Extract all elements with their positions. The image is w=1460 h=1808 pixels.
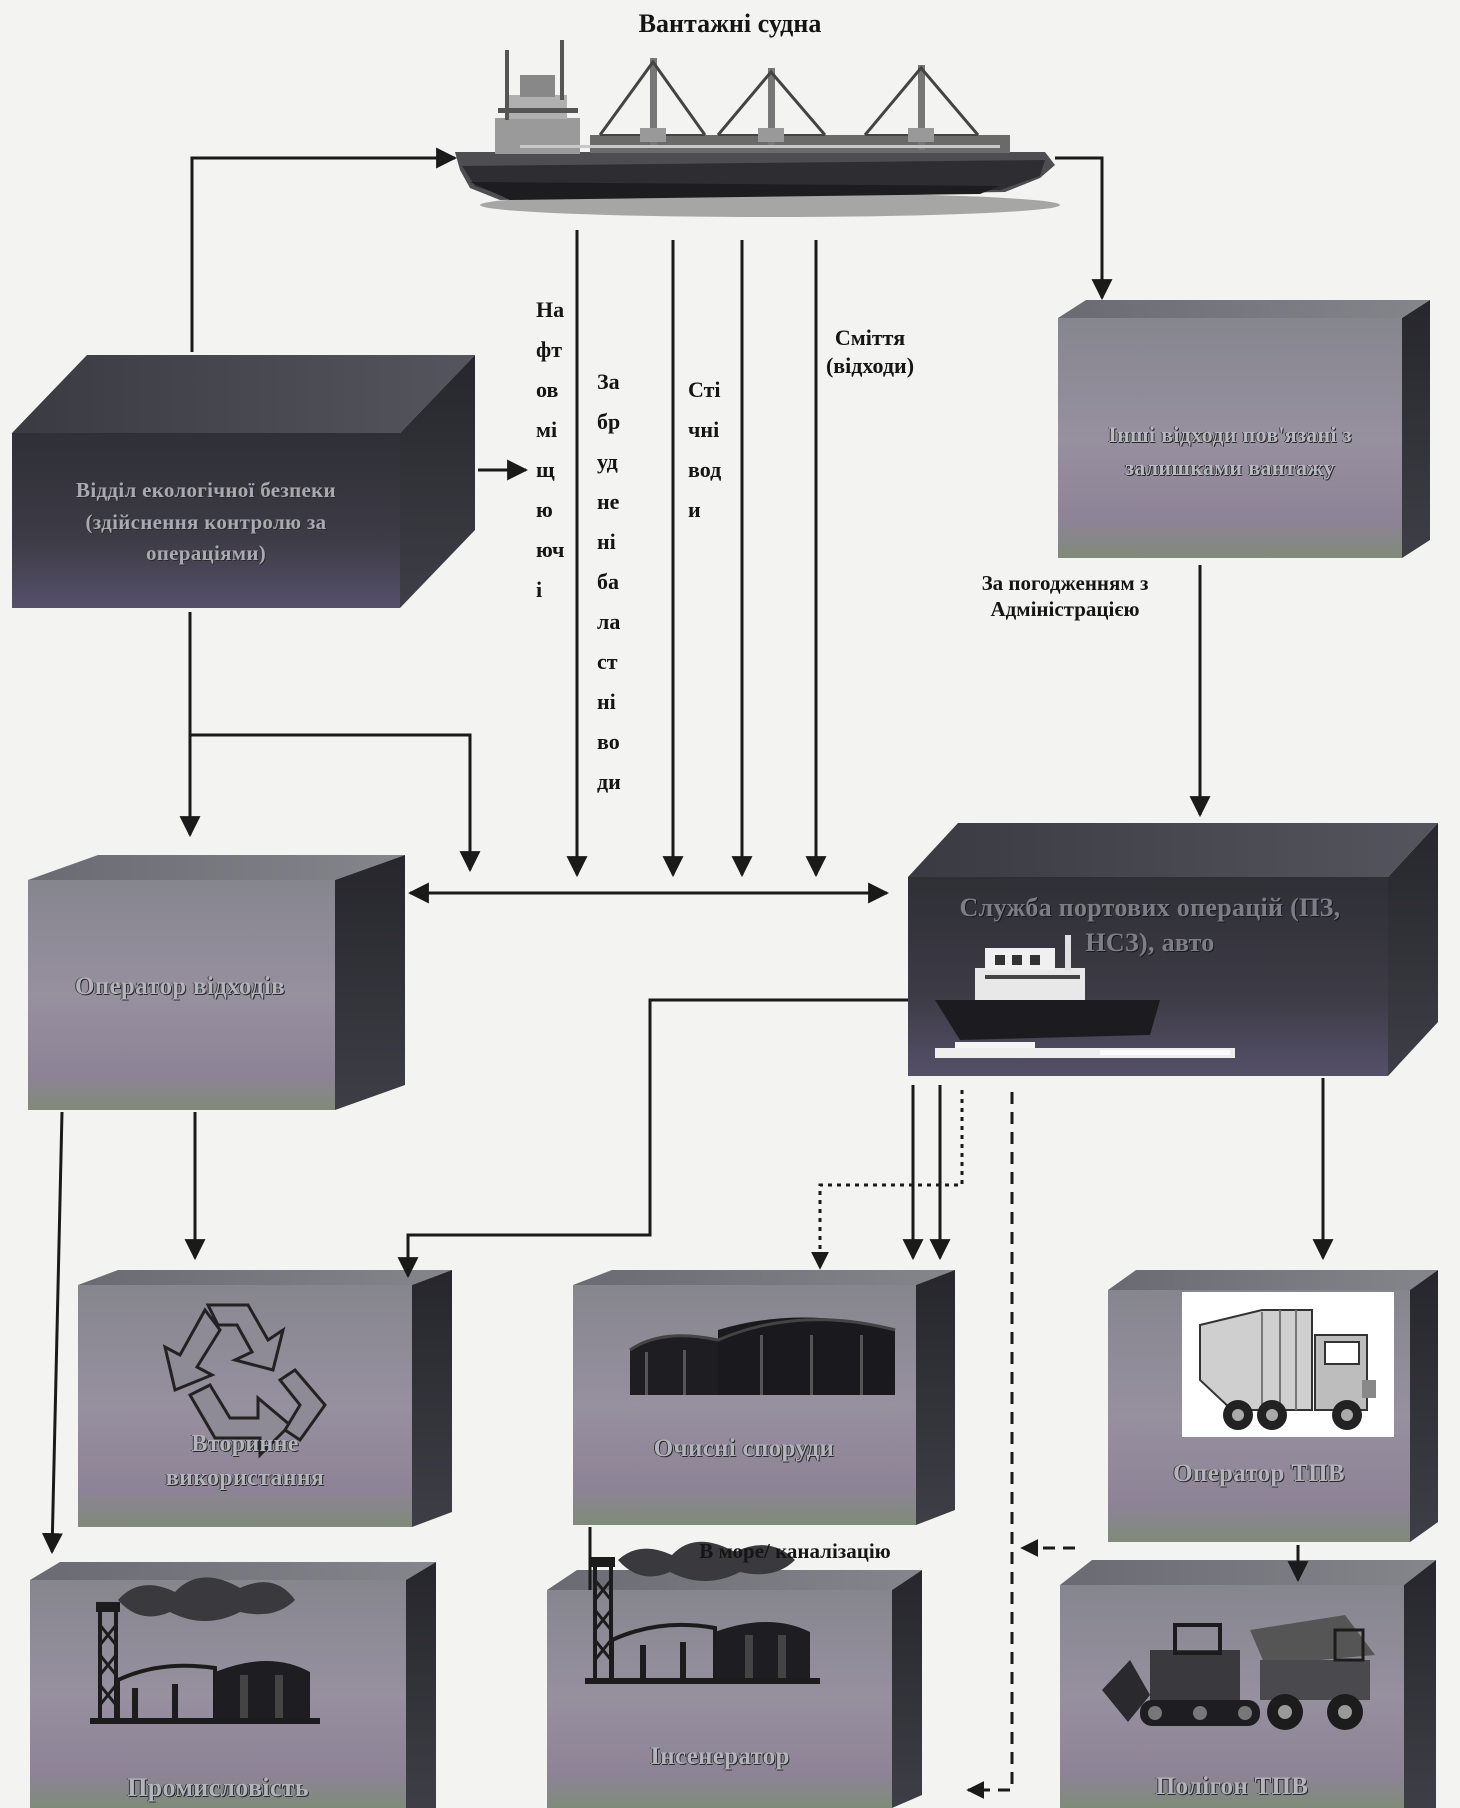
node-port-service: Служба портових операцій (ПЗ, НСЗ), авто bbox=[959, 893, 1341, 958]
flow-label-fragment: ю bbox=[536, 497, 553, 522]
cargo-ship-icon bbox=[455, 40, 1060, 217]
flow-label-fragment: во bbox=[597, 729, 620, 754]
node-industry: Промисловість bbox=[127, 1773, 309, 1802]
flow-label-fragment: фт bbox=[536, 337, 563, 362]
flow-arrows bbox=[41, 147, 1334, 1590]
node-eco-dept: Відділ екологічної безпеки (здійснення к… bbox=[76, 478, 336, 565]
node-incinerator: Інсенератор bbox=[650, 1743, 790, 1770]
flow-label-fragment: За bbox=[597, 369, 620, 394]
node-landfill: Полігон ТПВ bbox=[1155, 1773, 1309, 1800]
factory-icon bbox=[585, 1541, 820, 1684]
arrow-port-to-recycling bbox=[397, 998, 908, 1279]
flow-label-fragment: і bbox=[536, 577, 543, 602]
box-recycling bbox=[78, 1270, 452, 1527]
flow-label-fragment: На bbox=[536, 297, 565, 322]
flow-label-fragment: уд bbox=[597, 449, 618, 474]
box-waste-operator bbox=[28, 855, 405, 1110]
arrow-port-to-treatment-dotted bbox=[811, 1090, 964, 1270]
flow-label-fragment: юч bbox=[536, 537, 565, 562]
storage-tanks-icon bbox=[629, 1317, 896, 1395]
flow-label-fragment: ст bbox=[597, 649, 618, 674]
flow-label-fragment: вод bbox=[688, 457, 722, 482]
flow-label-garbage: Сміття(відходи) bbox=[825, 325, 915, 378]
flow-label-fragment: Сті bbox=[688, 377, 721, 402]
label-sea-sewer: В море/ каналізацію bbox=[699, 1539, 891, 1563]
label-agreement: За погодженням з Адміністрацією bbox=[981, 571, 1149, 622]
flow-label-fragment: мі bbox=[536, 417, 558, 442]
node-other-waste: Інші відходи пов'язані з залишками ванта… bbox=[1108, 422, 1352, 480]
arrow-port-dashed-out bbox=[966, 1092, 1014, 1799]
box-treatment bbox=[573, 1270, 955, 1525]
recycle-icon bbox=[162, 1303, 327, 1459]
flow-label-fragment: щ bbox=[536, 457, 555, 482]
flow-label-fragment: ди bbox=[597, 769, 621, 794]
node-treatment: Очисні споруди bbox=[653, 1435, 835, 1462]
flow-label-fragment: бр bbox=[597, 409, 621, 434]
flow-label-fragment: не bbox=[597, 489, 620, 514]
node-recycling: Вторинне використання bbox=[165, 1431, 325, 1491]
arrow-operator-to-industry bbox=[41, 1111, 64, 1555]
flow-label-dirty-ballast: За бр уд не ні ба ла ст ні во ди bbox=[597, 362, 621, 802]
tugboat-icon bbox=[935, 935, 1235, 1058]
node-waste-operator: Оператор відходів bbox=[75, 973, 285, 1000]
flow-label-fragment: ні bbox=[597, 689, 616, 714]
flow-label-fragment: ла bbox=[597, 609, 621, 634]
flow-label-waste-water: Сті чні вод и bbox=[688, 370, 721, 530]
flow-label-fragment: чні bbox=[688, 417, 720, 442]
arrow-eco-to-ship bbox=[190, 147, 458, 352]
flow-label-fragment: ні bbox=[597, 529, 616, 554]
box-eco-dept bbox=[12, 355, 475, 608]
box-incinerator bbox=[547, 1570, 922, 1808]
flow-label-fragment: ба bbox=[597, 569, 619, 594]
arrow-eco-to-exchange bbox=[190, 733, 481, 873]
garbage-truck-icon bbox=[1182, 1292, 1394, 1437]
dashed-arrows bbox=[811, 1090, 1075, 1799]
arrow-ship-to-other-waste bbox=[1055, 156, 1113, 301]
factory-icon bbox=[90, 1577, 320, 1724]
diagram-title: Вантажні судна bbox=[638, 9, 822, 38]
flow-label-fragment: и bbox=[688, 497, 701, 522]
flow-label-fragment: ов bbox=[536, 377, 559, 402]
box-other-waste bbox=[1058, 300, 1430, 558]
bulldozer-icon bbox=[1102, 1615, 1375, 1730]
node-tpv-operator: Оператор ТПВ bbox=[1173, 1460, 1345, 1487]
